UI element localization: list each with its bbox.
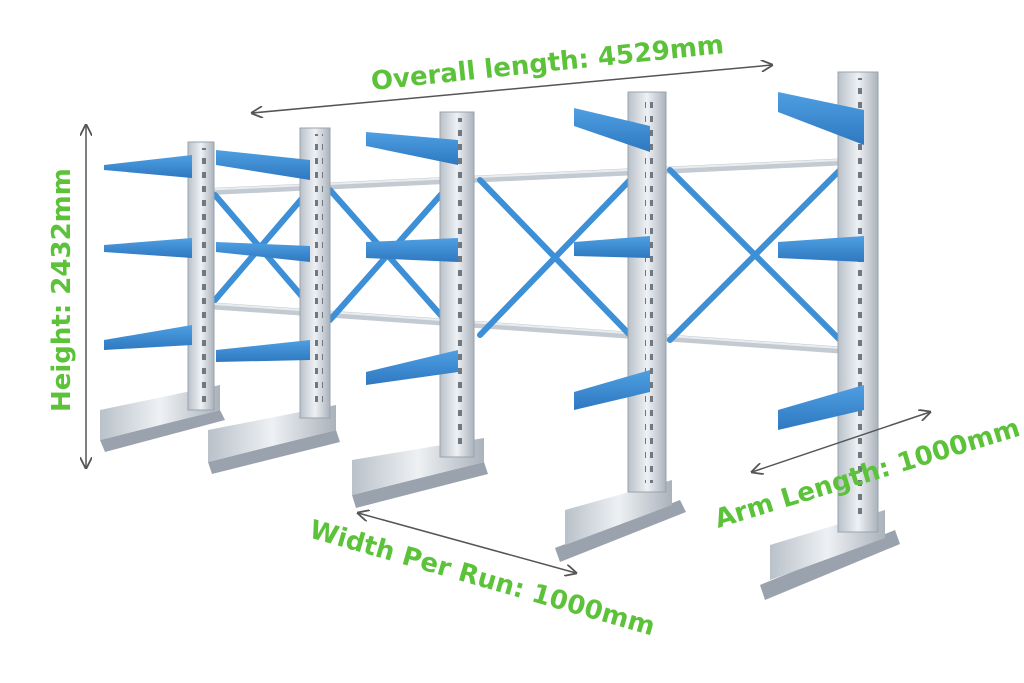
arm-length-arrow — [752, 412, 930, 472]
overall-length-arrow — [252, 65, 772, 113]
rack-column-5 — [760, 71, 900, 600]
rack-column-4 — [555, 91, 686, 562]
rack-column-2 — [208, 127, 340, 474]
width-per-run-arrow — [358, 513, 576, 573]
height-label: Height: 2432mm — [47, 168, 77, 412]
dimension-arrows — [86, 65, 930, 573]
overall-length-label: Overall length: 4529mm — [370, 30, 726, 97]
rack-column-1 — [100, 141, 225, 452]
rack-column-3 — [352, 111, 488, 508]
